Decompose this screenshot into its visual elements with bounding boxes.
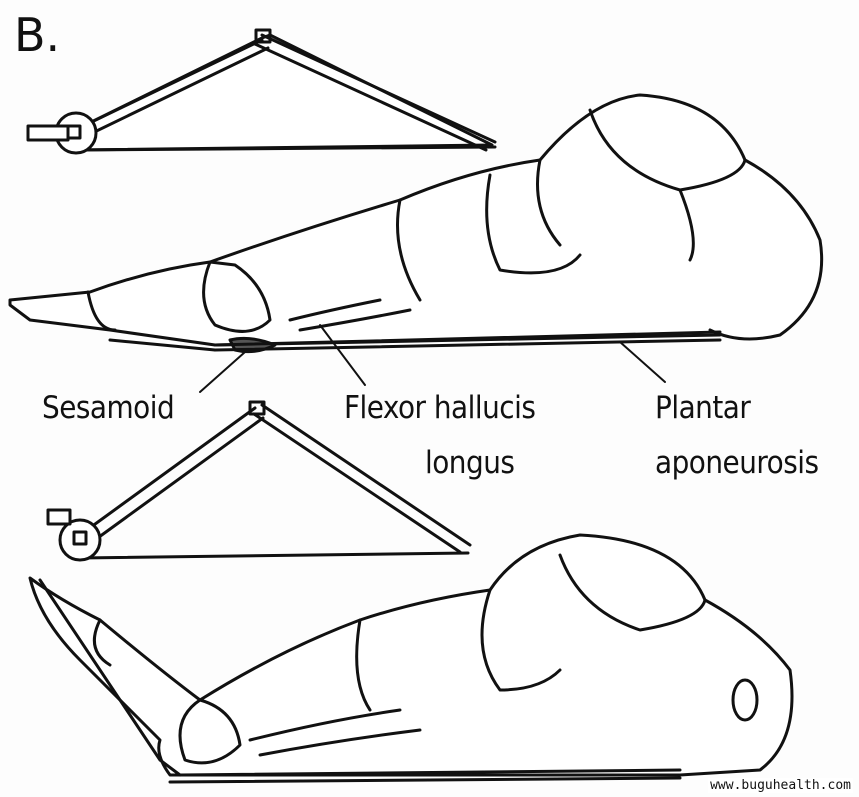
foot-bones-top [8, 93, 824, 354]
label-aponeurosis: aponeurosis [655, 445, 819, 481]
watermark: www.buguhealth.com [708, 778, 853, 793]
panel-label: B. [14, 8, 61, 62]
label-plantar: Plantar [655, 390, 751, 426]
windlass-mechanism-bottom [46, 400, 472, 562]
leader-lines [199, 324, 666, 393]
label-flexor-hallucis: Flexor hallucis [344, 390, 536, 426]
windlass-mechanism-top [26, 28, 497, 155]
label-longus: longus [425, 445, 515, 481]
foot-bones-bottom [28, 533, 794, 784]
label-sesamoid: Sesamoid [42, 390, 175, 426]
